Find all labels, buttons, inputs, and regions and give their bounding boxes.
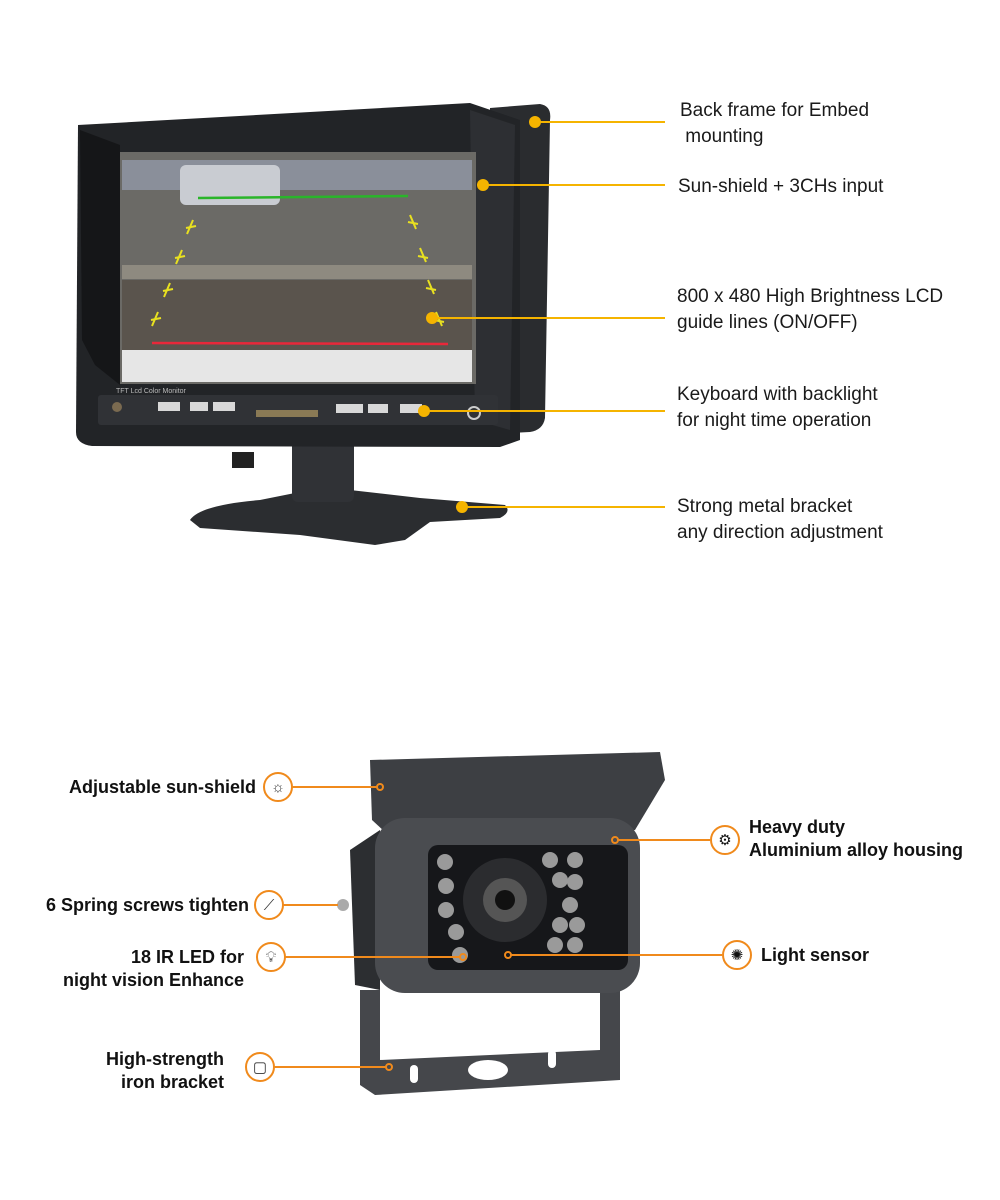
callout-keyboard: Keyboard with backlight for night time o… bbox=[677, 382, 878, 434]
callout-text: Sun-shield + 3CHs input bbox=[678, 176, 884, 197]
callout-text: 18 IR LED for bbox=[130, 947, 244, 967]
callout-text: for night time operation bbox=[677, 410, 872, 431]
callout-text: Adjustable sun-shield bbox=[68, 777, 256, 797]
callout-lcd: 800 x 480 High Brightness LCD guide line… bbox=[677, 284, 943, 336]
callout-ir-led: 18 IR LED for night vision Enhance bbox=[63, 946, 244, 992]
camera-image bbox=[337, 752, 665, 1095]
callout-text: Back frame for Embed bbox=[680, 100, 870, 121]
callout-spring-screws: 6 Spring screws tighten bbox=[46, 894, 249, 917]
callout-sun-shield: Sun-shield + 3CHs input bbox=[678, 174, 883, 200]
callout-text: 800 x 480 High Brightness LCD bbox=[677, 286, 944, 307]
callout-text: High-strength bbox=[106, 1049, 224, 1069]
callout-text: night vision Enhance bbox=[62, 970, 244, 990]
sun-icon: ☼ bbox=[263, 772, 293, 802]
bracket-icon: ▢ bbox=[245, 1052, 275, 1082]
callout-text: Keyboard with backlight bbox=[677, 384, 878, 405]
callout-housing: Heavy duty Aluminium alloy housing bbox=[749, 816, 963, 862]
callout-text: guide lines (ON/OFF) bbox=[677, 312, 858, 333]
gear-icon: ⚙ bbox=[710, 825, 740, 855]
monitor-image bbox=[76, 103, 551, 545]
screwdriver-icon: ⟋ bbox=[254, 890, 284, 920]
callout-text: Light sensor bbox=[761, 945, 870, 965]
callout-bracket: Strong metal bracket any direction adjus… bbox=[677, 494, 883, 546]
callout-iron-bracket: High-strength iron bracket bbox=[106, 1048, 224, 1094]
callout-text: mounting bbox=[680, 126, 764, 147]
callout-text: Strong metal bracket bbox=[677, 496, 853, 517]
monitor-callout-dots bbox=[418, 116, 541, 513]
callout-text: 6 Spring screws tighten bbox=[45, 895, 249, 915]
callout-text: iron bracket bbox=[120, 1072, 224, 1092]
aperture-icon: ✺ bbox=[722, 940, 752, 970]
callout-text: Aluminium alloy housing bbox=[749, 840, 964, 860]
callout-adjustable-sun-shield: Adjustable sun-shield bbox=[69, 776, 256, 799]
callout-light-sensor: Light sensor bbox=[761, 944, 869, 967]
callout-text: Heavy duty bbox=[749, 817, 846, 837]
monitor-brand-text: TFT Lcd Color Monitor bbox=[116, 388, 187, 395]
callout-text: any direction adjustment bbox=[677, 522, 883, 543]
callout-back-frame: Back frame for Embed mounting bbox=[680, 98, 869, 150]
camera-callout-lines bbox=[274, 783, 722, 1071]
lightbulb-icon: 💡︎ bbox=[256, 942, 286, 972]
monitor-callout-lines bbox=[424, 121, 665, 508]
